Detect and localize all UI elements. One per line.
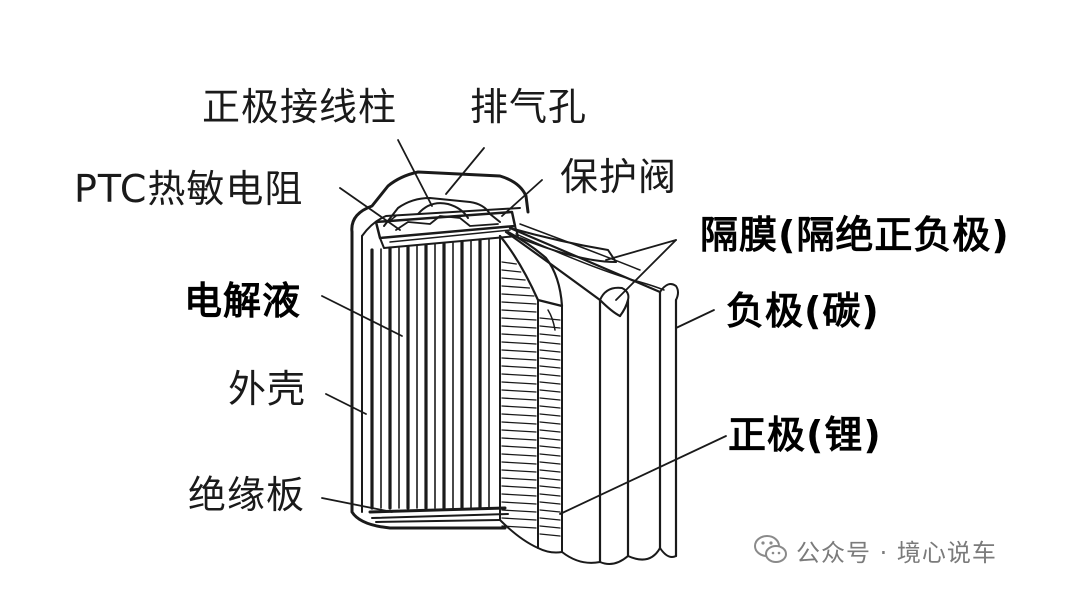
sheet-hatch-line: [539, 357, 561, 361]
sheet-hatch-line: [501, 413, 537, 417]
sheet-hatch-line: [501, 389, 537, 393]
sheet-hatch-line: [501, 445, 537, 449]
sheet-hatch-line: [539, 381, 561, 385]
sheet-hatch-line: [501, 397, 537, 401]
electrode-stack: [370, 238, 490, 510]
sheet-hatch-line: [539, 517, 561, 521]
sheet-hatch-line: [539, 477, 561, 481]
top-cap: [374, 197, 519, 249]
sheet-hatch-line: [539, 461, 561, 465]
sheet-hatch-line: [539, 525, 561, 529]
label-positive-electrode: 正极(锂): [728, 413, 882, 457]
sheet-hatch-line: [501, 261, 517, 265]
sheet-hatch-line: [501, 493, 537, 497]
sheet-hatch-line: [501, 277, 526, 281]
sheet-hatch-line: [501, 341, 537, 345]
sheet-hatch-line: [501, 309, 537, 313]
sheet-hatch-line: [501, 269, 522, 273]
label-positive-terminal: 正极接线柱: [202, 85, 398, 129]
leader-lines: [321, 139, 727, 515]
sheet-hatch-line: [501, 485, 537, 489]
label-casing: 外壳: [228, 367, 307, 411]
sheet-hatch-line: [539, 333, 561, 337]
sheet-hatch-line: [539, 429, 561, 433]
sheet-hatch-line: [501, 349, 537, 353]
sheet-hatch-line: [501, 525, 537, 529]
sheet-hatch-line: [539, 405, 561, 409]
sheet-hatch-line: [539, 389, 561, 393]
sheet-hatch-line: [501, 381, 537, 385]
sheet-hatch-line: [501, 437, 537, 441]
sheet-hatch-line: [539, 509, 561, 513]
sheet-hatch-line: [501, 501, 537, 505]
sheet-hatch-line: [501, 301, 537, 305]
sheet-hatch-line: [539, 373, 561, 377]
sheet-hatch-line: [539, 453, 561, 457]
sheet-hatch-line: [501, 373, 537, 377]
sheet-hatch-line: [501, 357, 537, 361]
sheet-hatch-line: [539, 365, 561, 369]
sheet-hatch-line: [501, 461, 537, 465]
sheet-hatch-line: [539, 485, 561, 489]
sheet-hatch-line: [539, 445, 561, 449]
sheet-hatch-line: [539, 325, 561, 329]
sheet-hatch-line: [501, 517, 537, 521]
sheet-hatch-line: [501, 477, 537, 481]
sheet-hatch-line: [501, 469, 537, 473]
sheet-hatch-line: [501, 317, 537, 321]
label-electrolyte: 电解液: [184, 279, 302, 323]
sheet-hatch-line: [539, 533, 561, 537]
sheet-hatch-line: [501, 293, 535, 297]
sheet-hatch-line: [539, 501, 561, 505]
casing-shell: [350, 170, 530, 530]
sheet-hatch-line: [539, 413, 561, 417]
sheet-hatch-line: [501, 429, 537, 433]
sheet-hatch-line: [501, 333, 537, 337]
sheet-hatch-line: [501, 509, 537, 513]
wechat-icon: [754, 535, 787, 563]
label-vent-hole: 排气孔: [470, 85, 588, 129]
sheet-hatch-line: [539, 397, 561, 401]
sheet-hatch-line: [501, 421, 537, 425]
label-insulating-plate: 绝缘板: [188, 473, 306, 517]
label-safety-valve: 保护阀: [560, 155, 678, 199]
sheet-hatch-line: [539, 469, 561, 473]
sheet-hatch-line: [501, 325, 537, 329]
label-negative-electrode: 负极(碳): [726, 289, 880, 333]
sheet-hatch-line: [501, 285, 531, 289]
sheet-hatch-line: [539, 341, 561, 345]
sheet-hatch-line: [539, 349, 561, 353]
watermark-text: 公众号 · 境心说车: [796, 538, 997, 567]
sheet-hatch-line: [501, 405, 537, 409]
sheet-hatch-line: [539, 493, 561, 497]
sheet-hatching: [501, 261, 561, 537]
sheet-hatch-line: [539, 317, 561, 321]
label-separator: 隔膜(隔绝正负极): [700, 213, 1010, 257]
sheet-hatch-line: [539, 437, 561, 441]
sheet-hatch-line: [539, 421, 561, 425]
sheet-hatch-line: [501, 453, 537, 457]
insulating-plate-shape: [368, 506, 509, 519]
unrolled-sheets: [498, 223, 679, 565]
watermark: 公众号 · 境心说车: [752, 530, 997, 570]
sheet-hatch-line: [501, 365, 537, 369]
label-ptc-thermistor: PTC热敏电阻: [74, 167, 304, 211]
